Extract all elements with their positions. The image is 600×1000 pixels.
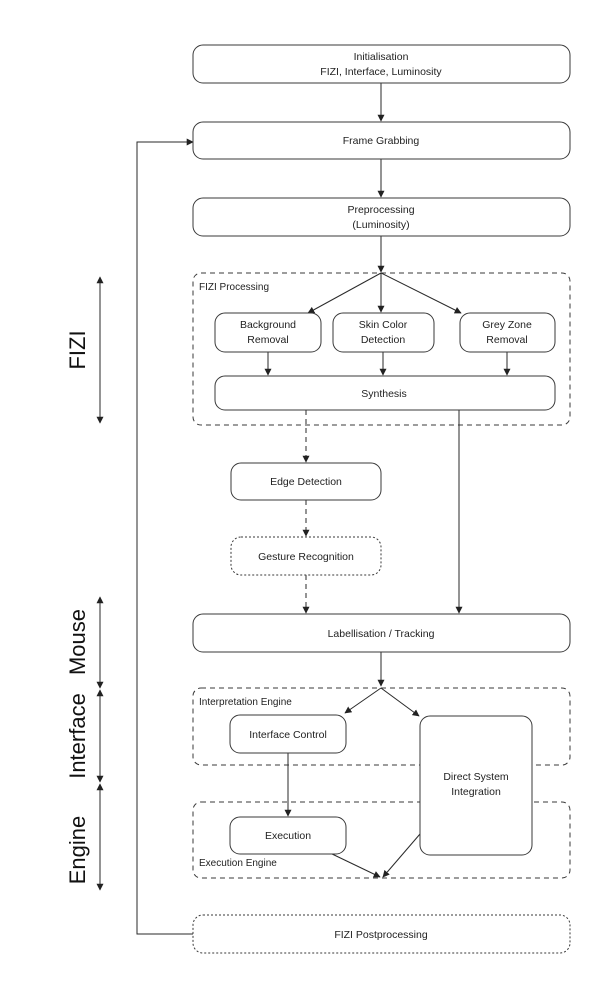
skin-color-line2: Detection: [361, 334, 406, 346]
initialisation-title: Initialisation: [354, 51, 409, 63]
node-preprocessing: Preprocessing (Luminosity): [192, 197, 571, 237]
node-fizi-postprocessing: FIZI Postprocessing: [192, 914, 571, 954]
arrow-to-background-removal: [307, 272, 382, 314]
grey-zone-line1: Grey Zone: [482, 319, 532, 331]
direct-system-line1: Direct System: [443, 771, 509, 783]
node-grey-zone-removal: Grey Zone Removal: [459, 312, 556, 353]
node-gesture-recognition: Gesture Recognition: [230, 536, 382, 576]
node-interface-control: Interface Control: [229, 714, 347, 754]
background-removal-line1: Background: [240, 319, 296, 331]
preprocessing-subtitle: (Luminosity): [352, 219, 409, 231]
frame-grabbing-label: Frame Grabbing: [343, 135, 420, 147]
node-synthesis: Synthesis: [214, 375, 556, 411]
node-frame-grabbing: Frame Grabbing: [192, 121, 571, 160]
arrow-direct-to-merge: [382, 833, 421, 878]
grey-zone-line2: Removal: [486, 334, 527, 346]
interface-control-label: Interface Control: [249, 729, 327, 741]
node-labellisation-tracking: Labellisation / Tracking: [192, 613, 571, 653]
node-execution: Execution: [229, 816, 347, 855]
execution-engine-group: [192, 801, 571, 879]
direct-system-line2: Integration: [451, 786, 501, 798]
execution-label: Execution: [265, 830, 311, 842]
interpretation-engine-label: Interpretation Engine: [199, 697, 292, 708]
arrow-to-grey-zone: [380, 272, 462, 314]
fizi-postprocessing-label: FIZI Postprocessing: [334, 929, 428, 941]
arrow-to-interface-control: [344, 687, 382, 714]
labellisation-label: Labellisation / Tracking: [328, 628, 435, 640]
fizi-processing-label: FIZI Processing: [199, 282, 269, 293]
background-removal-line2: Removal: [247, 334, 288, 346]
node-direct-system-integration: Direct System Integration: [419, 715, 533, 856]
side-label-engine: Engine: [65, 816, 90, 885]
side-label-fizi: FIZI: [65, 330, 90, 369]
side-label-interface: Interface: [65, 693, 90, 779]
preprocessing-title: Preprocessing: [347, 204, 414, 216]
synthesis-label: Synthesis: [361, 388, 407, 400]
gesture-recognition-label: Gesture Recognition: [258, 551, 354, 563]
node-skin-color-detection: Skin Color Detection: [332, 312, 435, 353]
node-initialisation: Initialisation FIZI, Interface, Luminosi…: [192, 44, 571, 84]
arrow-execution-to-merge: [329, 852, 381, 878]
node-edge-detection: Edge Detection: [230, 462, 382, 501]
side-label-mouse: Mouse: [65, 609, 90, 675]
edge-detection-label: Edge Detection: [270, 476, 342, 488]
initialisation-subtitle: FIZI, Interface, Luminosity: [320, 66, 442, 78]
node-background-removal: Background Removal: [214, 312, 322, 353]
execution-engine-label: Execution Engine: [199, 858, 277, 869]
feedback-loop-arrow: [136, 138, 194, 935]
skin-color-line1: Skin Color: [359, 319, 408, 331]
arrow-to-direct-system: [380, 687, 420, 717]
